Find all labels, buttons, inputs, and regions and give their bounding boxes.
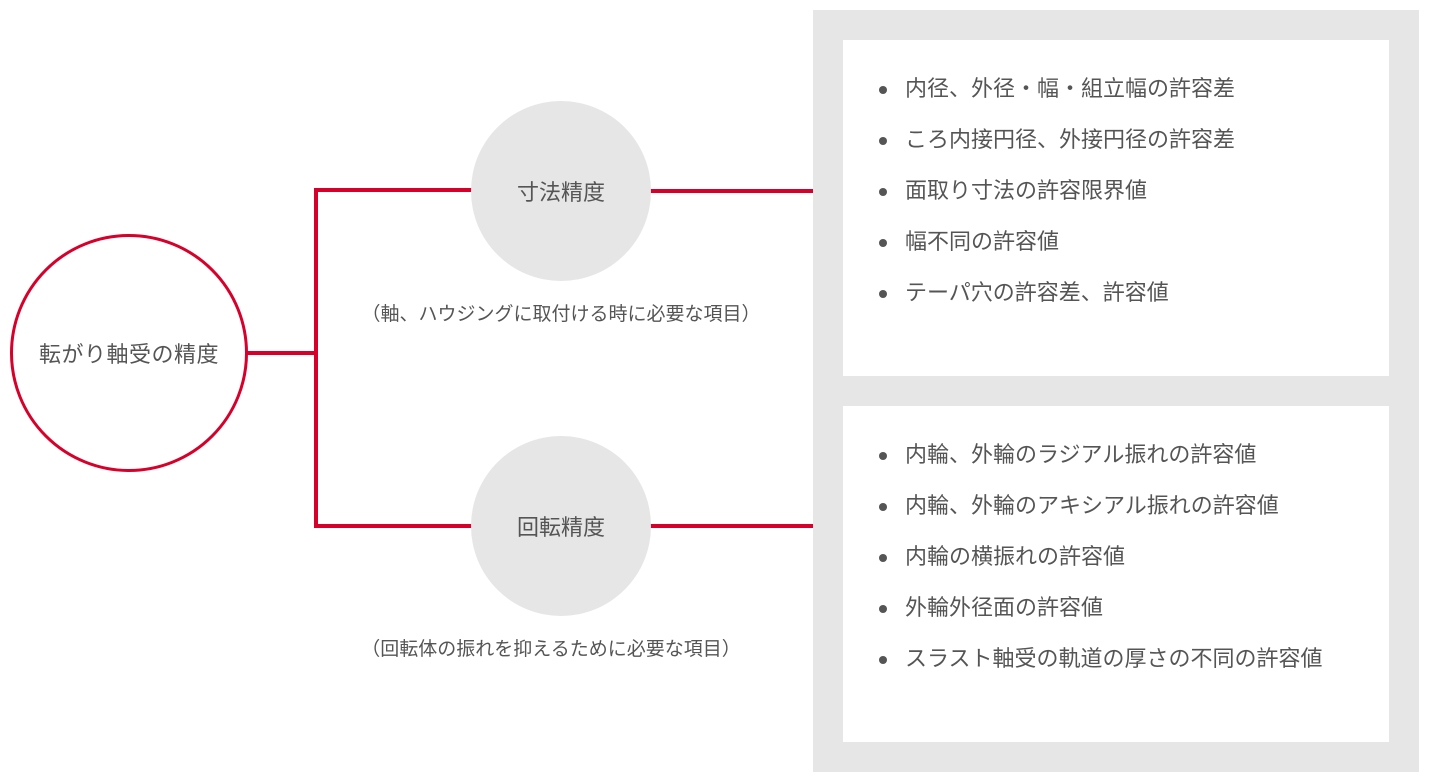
list-item-text: 内輪、外輪のラジアル振れの許容値	[905, 443, 1257, 468]
list-item: 幅不同の許容値	[875, 223, 1235, 274]
list-item: 内輪の横振れの許容値	[875, 538, 1323, 589]
root-node-label: 転がり軸受の精度	[38, 343, 219, 368]
list-item: ころ内接円径、外接円径の許容差	[875, 121, 1235, 172]
caption-rotational-accuracy: （回転体の振れを抑えるために必要な項目）	[361, 638, 741, 660]
root-node-bearing-accuracy: 転がり軸受の精度	[10, 234, 248, 472]
list-item: テーパ穴の許容差、許容値	[875, 274, 1235, 325]
dimensional-accuracy-items-box: 内径、外径・幅・組立幅の許容差 ころ内接円径、外接円径の許容差 面取り寸法の許容…	[843, 40, 1389, 376]
items-panel: 内径、外径・幅・組立幅の許容差 ころ内接円径、外接円径の許容差 面取り寸法の許容…	[813, 10, 1419, 772]
bullet-icon	[879, 554, 887, 562]
list-item: 内径、外径・幅・組立幅の許容差	[875, 70, 1235, 121]
list-item-text: 内輪の横振れの許容値	[905, 545, 1126, 570]
list-item: 内輪、外輪のアキシアル振れの許容値	[875, 487, 1323, 538]
node-dimensional-accuracy: 寸法精度	[471, 101, 651, 281]
branch-2-right-line	[649, 524, 845, 528]
caption-dimensional-accuracy: （軸、ハウジングに取付ける時に必要な項目）	[361, 303, 761, 325]
vertical-trunk-line	[314, 188, 318, 528]
branch-2-left-line	[314, 524, 474, 528]
bullet-icon	[879, 188, 887, 196]
rotational-accuracy-list: 内輪、外輪のラジアル振れの許容値 内輪、外輪のアキシアル振れの許容値 内輪の横振…	[875, 436, 1323, 691]
branch-1-left-line	[314, 188, 474, 192]
bullet-icon	[879, 239, 887, 247]
list-item: 外輪外径面の許容値	[875, 589, 1323, 640]
root-connector-line	[245, 351, 318, 355]
list-item-text: スラスト軸受の軌道の厚さの不同の許容値	[905, 647, 1323, 672]
bullet-icon	[879, 656, 887, 664]
dimensional-accuracy-list: 内径、外径・幅・組立幅の許容差 ころ内接円径、外接円径の許容差 面取り寸法の許容…	[875, 70, 1235, 325]
rotational-accuracy-items-box: 内輪、外輪のラジアル振れの許容値 内輪、外輪のアキシアル振れの許容値 内輪の横振…	[843, 406, 1389, 742]
branch-1-right-line	[649, 189, 845, 193]
node-rotational-accuracy-label: 回転精度	[516, 516, 605, 541]
bullet-icon	[879, 86, 887, 94]
list-item: 面取り寸法の許容限界値	[875, 172, 1235, 223]
bullet-icon	[879, 503, 887, 511]
list-item-text: 内径、外径・幅・組立幅の許容差	[905, 77, 1236, 102]
list-item-text: ころ内接円径、外接円径の許容差	[905, 128, 1236, 153]
list-item: スラスト軸受の軌道の厚さの不同の許容値	[875, 640, 1323, 691]
node-dimensional-accuracy-label: 寸法精度	[516, 181, 605, 206]
bullet-icon	[879, 137, 887, 145]
list-item-text: 外輪外径面の許容値	[905, 596, 1104, 621]
bullet-icon	[879, 290, 887, 298]
bullet-icon	[879, 452, 887, 460]
node-rotational-accuracy: 回転精度	[471, 436, 651, 616]
bullet-icon	[879, 605, 887, 613]
list-item-text: テーパ穴の許容差、許容値	[905, 281, 1169, 306]
list-item-text: 幅不同の許容値	[905, 230, 1060, 255]
list-item-text: 面取り寸法の許容限界値	[905, 179, 1148, 204]
list-item-text: 内輪、外輪のアキシアル振れの許容値	[905, 494, 1279, 519]
list-item: 内輪、外輪のラジアル振れの許容値	[875, 436, 1323, 487]
